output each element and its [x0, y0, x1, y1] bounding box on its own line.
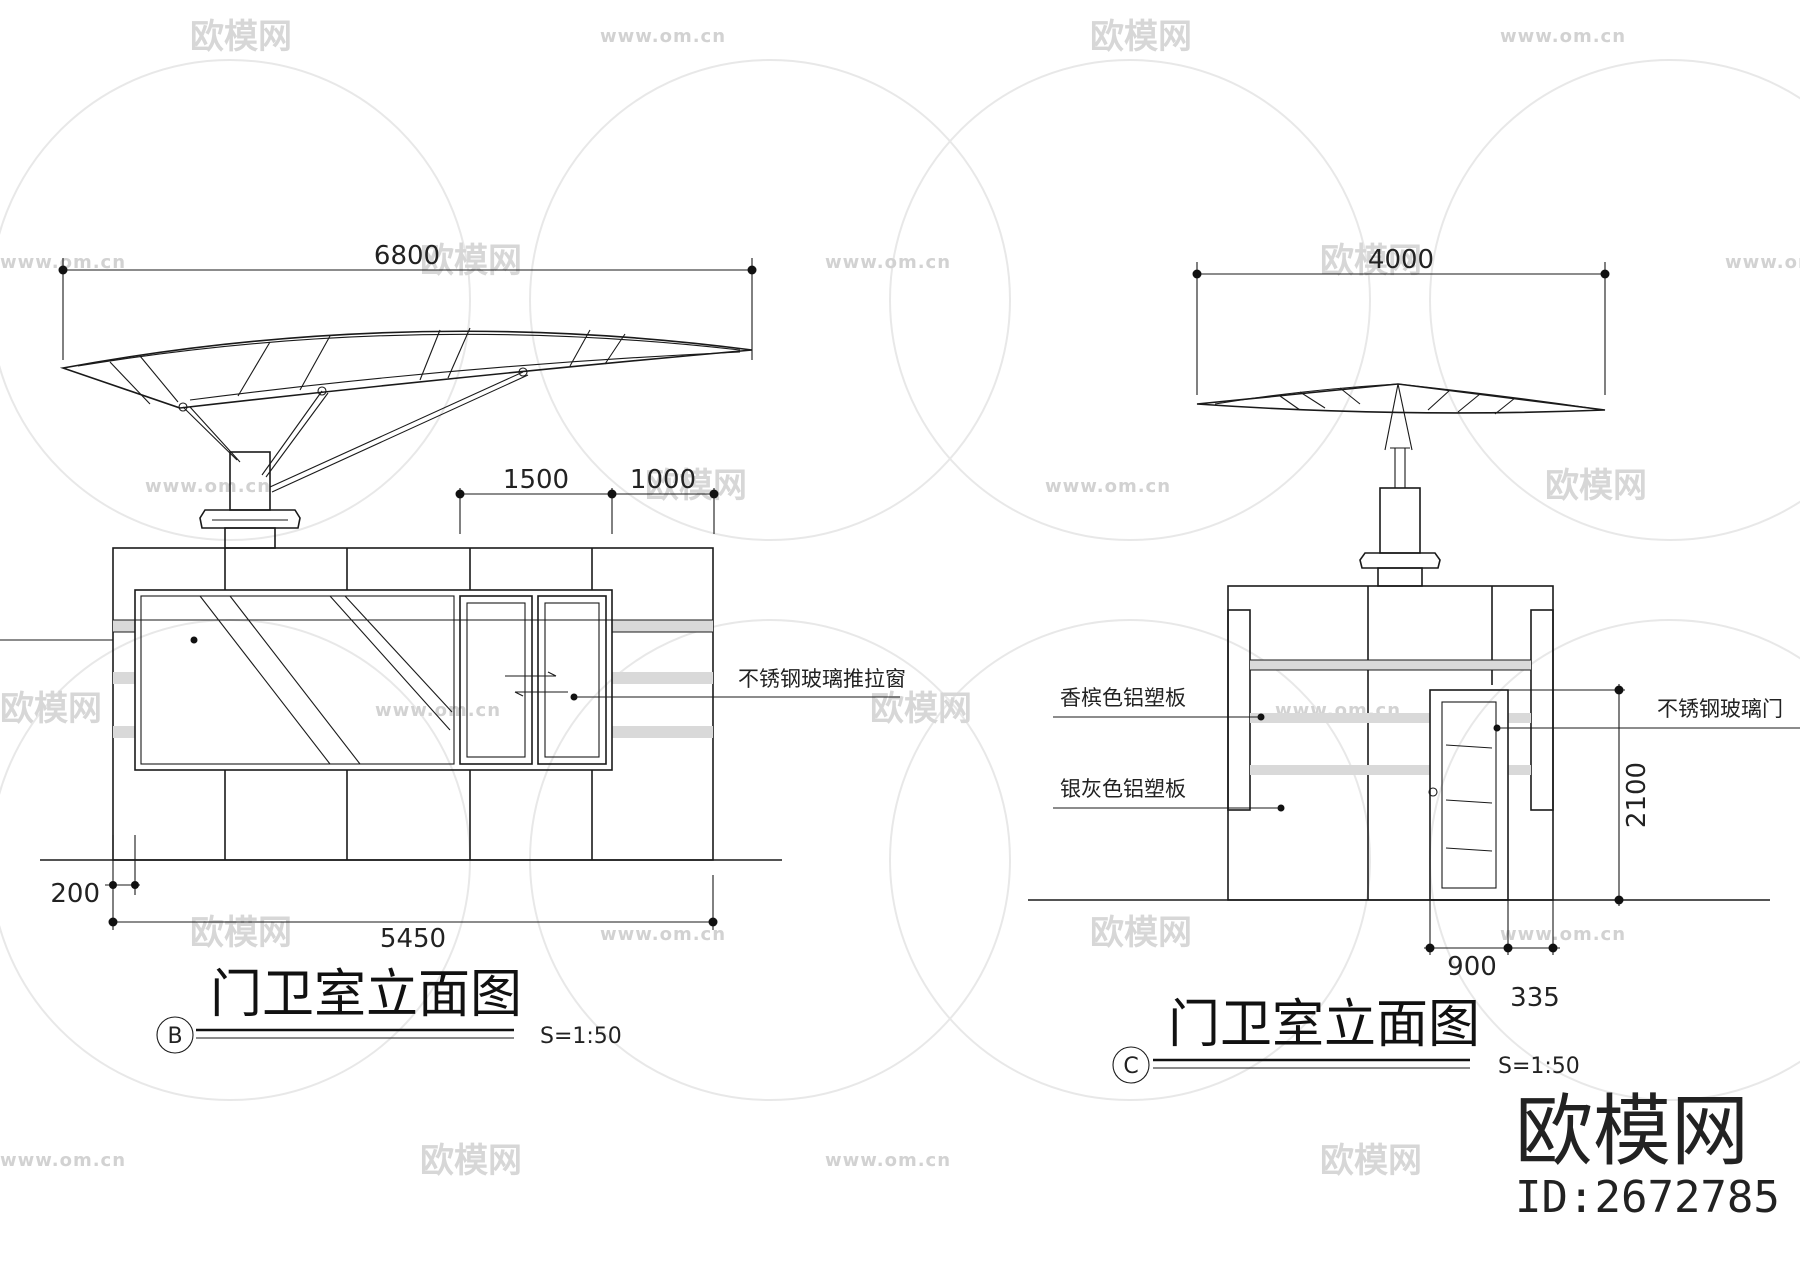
watermark-url: www.om.cn: [1500, 26, 1626, 47]
section-label: C: [1123, 1054, 1138, 1079]
watermark-url: www.om.cn: [825, 252, 951, 273]
callouts-c: 香槟色铝塑板 银灰色铝塑板 不锈钢玻璃门: [1053, 686, 1800, 809]
title-block-c: 门卫室立面图 C S=1:50: [1112, 995, 1580, 1084]
watermark-text: 欧模网: [1320, 1141, 1422, 1181]
watermark-url: www.om.cn: [600, 924, 726, 945]
watermark-text: 欧模网: [420, 241, 522, 281]
watermark-url: www.om.cn: [0, 1150, 126, 1171]
watermark-url: www.om.cn: [1500, 924, 1626, 945]
brand-name: 欧模网: [1515, 1087, 1749, 1177]
watermark-url: www.om.cn: [375, 700, 501, 721]
mast-c: [1359, 487, 1441, 587]
callout-label: 不锈钢玻璃推拉窗: [738, 667, 906, 691]
watermark-text: 欧模网: [0, 689, 102, 729]
drawing-title: 门卫室立面图: [210, 965, 522, 1025]
building-body-b: [112, 547, 714, 861]
dimension-canopy-width-b: 6800: [58, 241, 757, 360]
dimension-canopy-width-c: 4000: [1192, 245, 1610, 395]
elevation-b: 6800: [0, 241, 906, 1054]
watermark-text: 欧模网: [190, 17, 292, 57]
watermark-text: 欧模网: [1090, 17, 1192, 57]
canopy-sail-b: [59, 327, 753, 493]
callout-window-b: 不锈钢玻璃推拉窗: [0, 639, 906, 698]
section-label: B: [167, 1024, 182, 1049]
canopy-sail-c: [1196, 383, 1606, 488]
dim-label: 1500: [503, 465, 569, 495]
watermark-url: www.om.cn: [1725, 252, 1800, 273]
watermark-text: 欧模网: [1090, 913, 1192, 953]
dimension-door-width-c: 900 335: [1424, 900, 1560, 1013]
elevation-c: 4000: [1028, 245, 1800, 1084]
dim-label: 200: [50, 879, 100, 909]
title-block-b: 门卫室立面图 B S=1:50: [156, 965, 622, 1054]
watermark-url: www.om.cn: [825, 1150, 951, 1171]
dim-label: 4000: [1368, 245, 1434, 275]
dimension-base-b: 200 5450: [50, 835, 718, 954]
callout-label: 银灰色铝塑板: [1060, 777, 1186, 801]
dim-label: 335: [1510, 983, 1560, 1013]
brand-mark: 欧模网 ID:2672785: [1515, 1087, 1780, 1223]
watermark-text: 欧模网: [190, 913, 292, 953]
watermark-text: 欧模网: [1545, 466, 1647, 506]
watermark-url: www.om.cn: [600, 26, 726, 47]
scale-label: S=1:50: [1498, 1054, 1580, 1079]
brand-id: ID:2672785: [1515, 1172, 1780, 1223]
dimension-door-height-c: 2100: [1508, 684, 1652, 906]
dimension-window-b: 1500 1000: [455, 465, 719, 534]
dim-label: 6800: [374, 241, 440, 271]
watermark-url: www.om.cn: [1045, 476, 1171, 497]
watermark-text: 欧模网: [870, 689, 972, 729]
scale-label: S=1:50: [540, 1024, 622, 1049]
dim-label: 5450: [380, 924, 446, 954]
watermark-url: www.om.cn: [145, 476, 271, 497]
watermark-text: 欧模网: [420, 1141, 522, 1181]
drawing-title: 门卫室立面图: [1168, 995, 1480, 1055]
dim-label: 1000: [630, 465, 696, 495]
building-body-c: [1227, 585, 1554, 901]
callout-label: 不锈钢玻璃门: [1657, 697, 1783, 721]
dim-label: 900: [1447, 952, 1497, 982]
callout-label: 香槟色铝塑板: [1060, 686, 1186, 710]
watermark-text: 欧模网: [645, 466, 747, 506]
dim-label: 2100: [1622, 762, 1652, 828]
